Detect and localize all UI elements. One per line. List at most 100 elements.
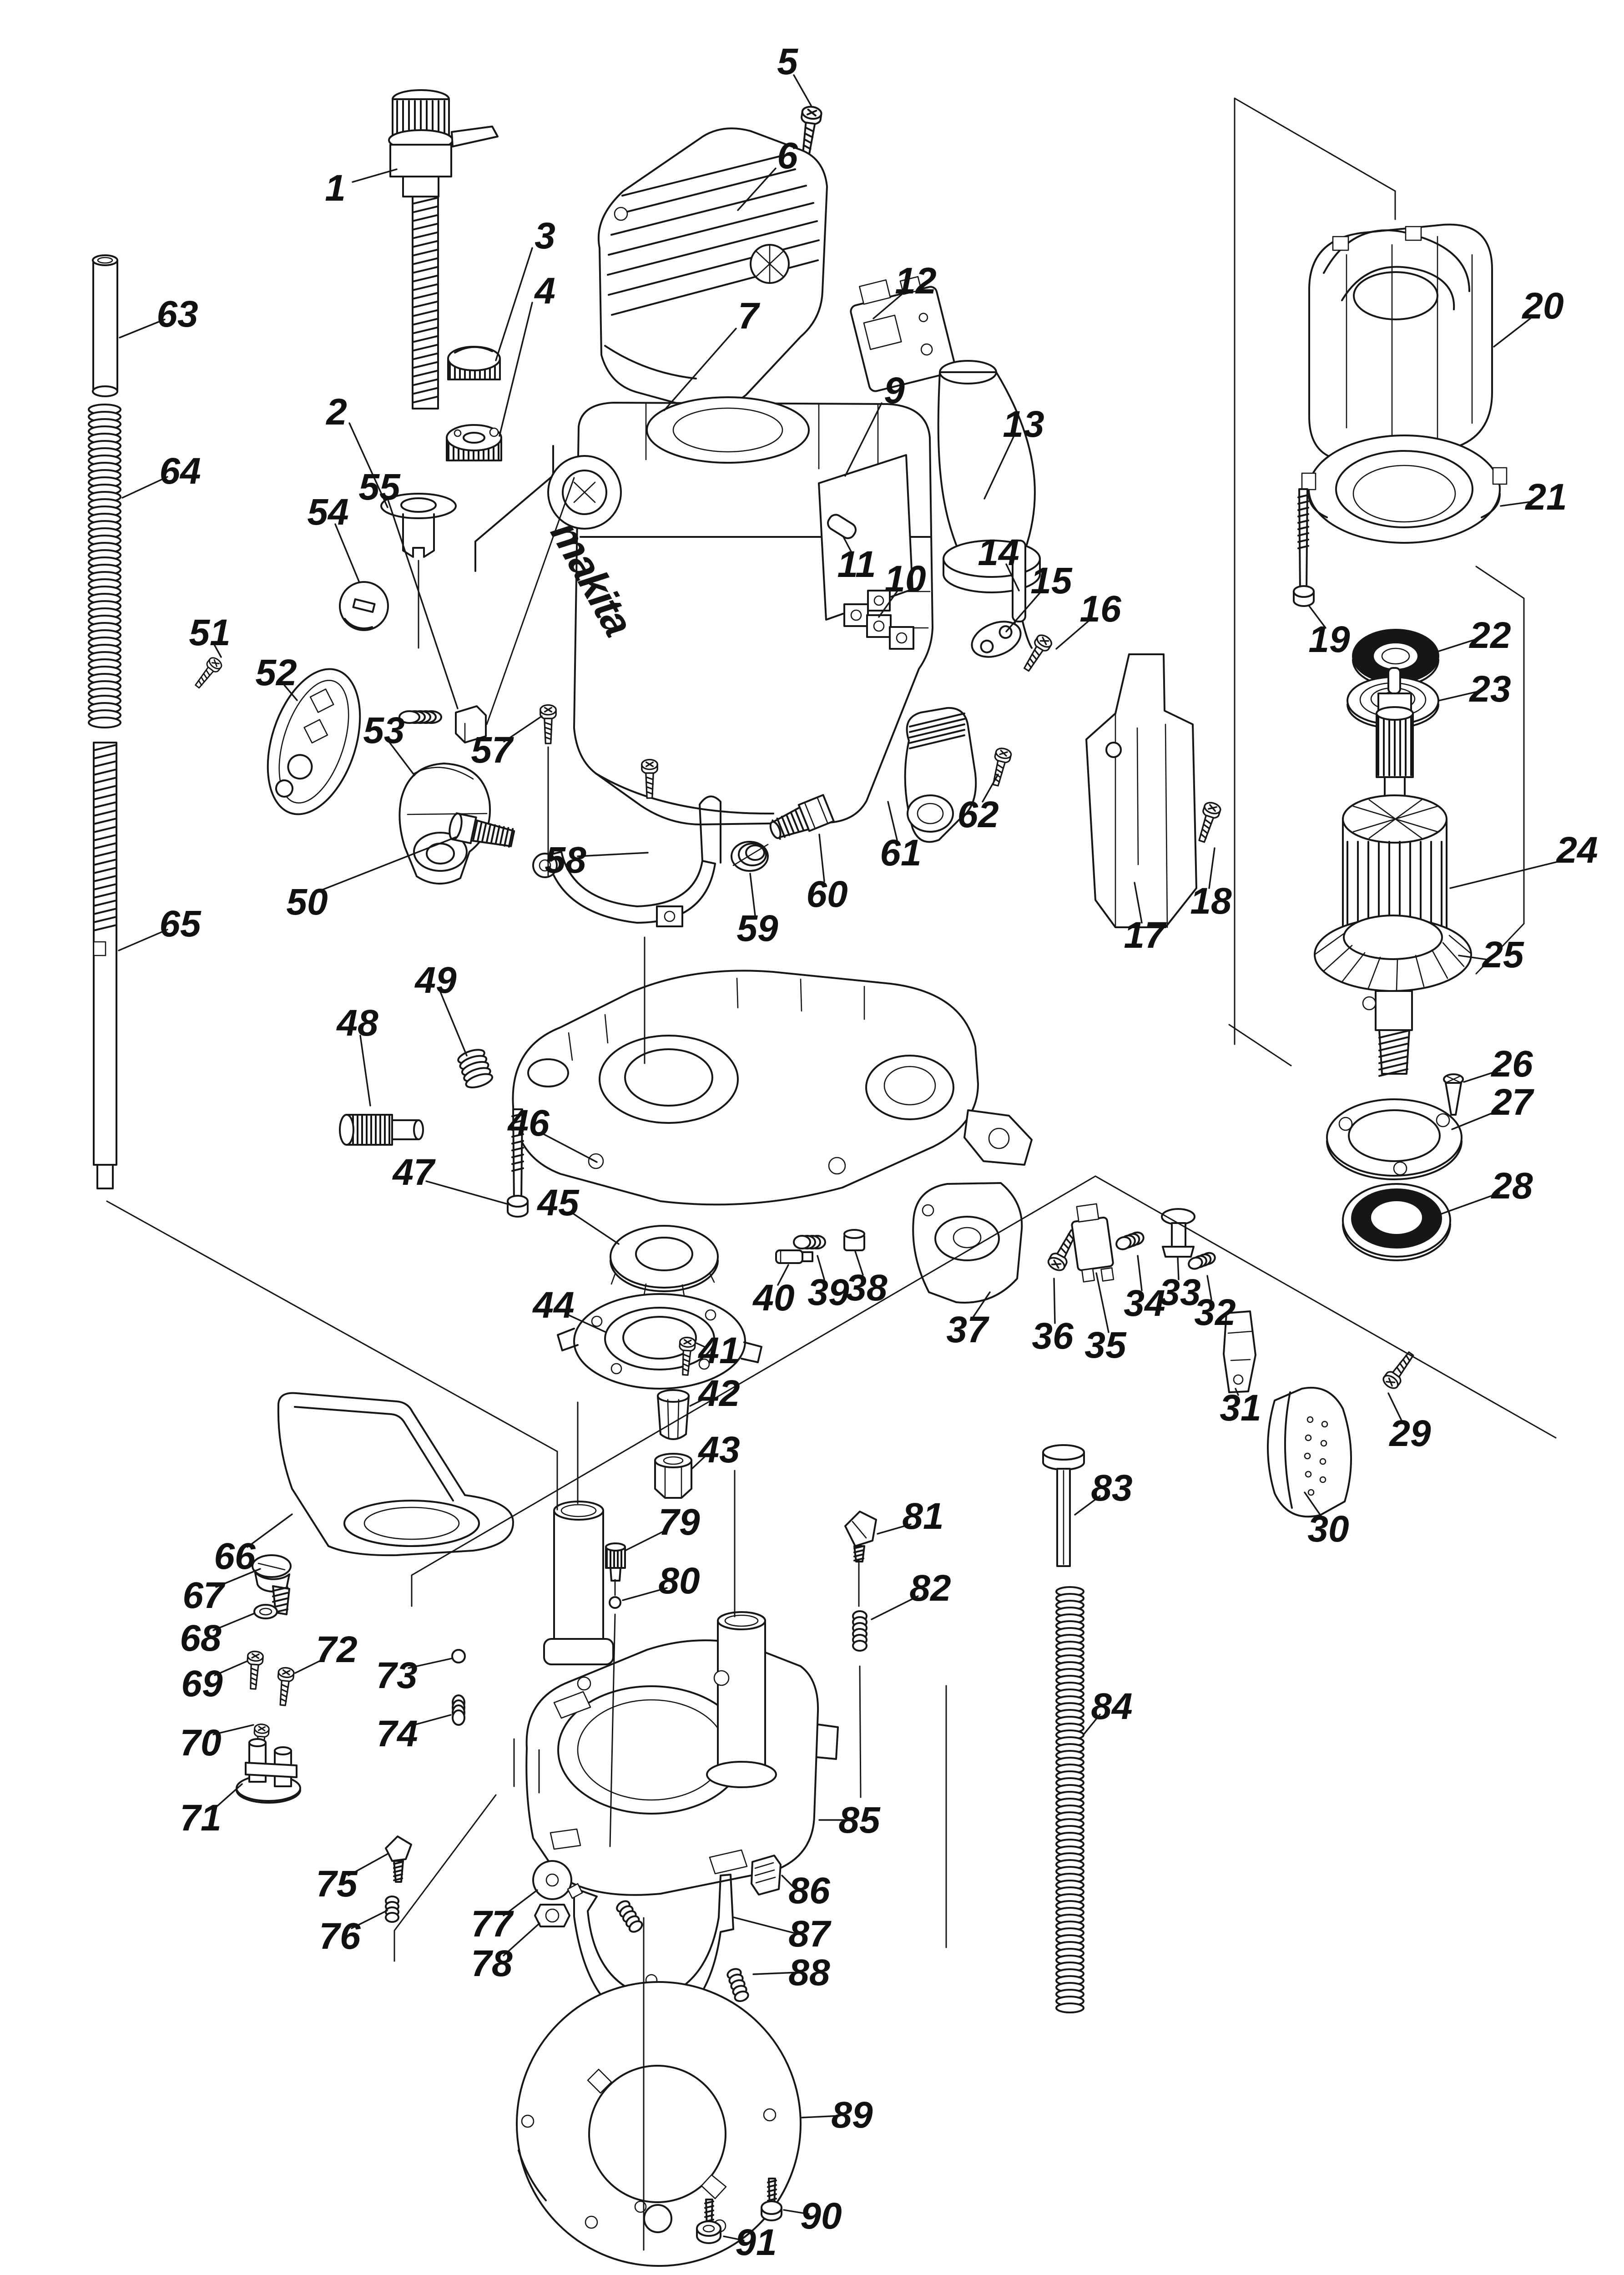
part-75-wing-bolt [385, 1835, 412, 1883]
part-40-pin [775, 1249, 813, 1264]
leader-75 [348, 1853, 389, 1876]
part-label-66: 66 [214, 1536, 256, 1577]
part-47-screw [507, 1108, 529, 1218]
part-11-pin [827, 514, 857, 539]
part-label-65: 65 [159, 903, 202, 945]
part-label-85: 85 [838, 1800, 881, 1841]
part-label-47: 47 [392, 1152, 436, 1193]
part-label-76: 76 [319, 1916, 361, 1957]
part-label-77: 77 [471, 1903, 514, 1945]
part-84-long-spring [1055, 1586, 1084, 2013]
leader-58 [577, 852, 649, 857]
leader-41 [696, 1342, 707, 1349]
part-label-23: 23 [1468, 668, 1511, 710]
leader-60 [818, 834, 825, 882]
leader-80 [622, 1587, 668, 1601]
part-25-fan [1314, 915, 1472, 1077]
part-label-45: 45 [536, 1182, 580, 1223]
part-label-87: 87 [788, 1913, 832, 1955]
leader-7 [663, 328, 737, 411]
part-28-ball-bearing [1342, 1183, 1451, 1261]
leader-44 [565, 1313, 607, 1333]
part-30-handle-grip [1267, 1386, 1352, 1518]
part-label-42: 42 [697, 1373, 740, 1414]
part-label-18: 18 [1190, 880, 1232, 922]
part-label-3: 3 [535, 215, 555, 257]
part-48-stopper-knob [339, 1114, 424, 1146]
leader-5 [793, 74, 812, 106]
part-53-wing-knob [398, 763, 491, 885]
leader-72 [294, 1658, 326, 1674]
zone-line-5 [106, 1200, 558, 1511]
part-29-screw [1380, 1348, 1419, 1392]
leader-23 [1437, 691, 1478, 702]
leader-51 [213, 643, 222, 658]
part-label-24: 24 [1555, 829, 1598, 871]
leader-50 [316, 836, 457, 893]
part-39-spring [793, 1235, 826, 1249]
part-label-48: 48 [336, 1002, 378, 1044]
zone-line-6 [393, 1794, 497, 1962]
part-1-adjust-rod [388, 89, 499, 410]
part-19-long-screw [1293, 488, 1315, 607]
part-label-35: 35 [1084, 1325, 1127, 1366]
leader-54 [334, 523, 360, 583]
part-6-motor-cover [597, 127, 828, 410]
part-88-spring [726, 1968, 749, 2002]
leader-66 [247, 1513, 293, 1548]
part-label-6: 6 [777, 135, 798, 177]
part-58-wire-guard [532, 795, 721, 927]
leader-49 [439, 991, 468, 1057]
part-label-84: 84 [1091, 1686, 1132, 1727]
part-16-screw [1019, 632, 1054, 675]
part-label-55: 55 [358, 466, 401, 508]
part-label-72: 72 [316, 1629, 357, 1670]
part-4-stopper-nut [446, 424, 502, 461]
part-91-screw [696, 2199, 721, 2244]
part-label-51: 51 [189, 612, 230, 653]
leader-14 [1005, 563, 1020, 592]
part-32-spring [1188, 1252, 1216, 1270]
leader-79 [625, 1529, 668, 1551]
part-label-74: 74 [376, 1713, 418, 1754]
part-label-50: 50 [286, 881, 328, 923]
part-21-baffle-ring [1301, 435, 1508, 544]
part-label-36: 36 [1032, 1315, 1074, 1357]
part-label-89: 89 [831, 2094, 873, 2136]
part-label-4: 4 [534, 270, 555, 312]
leader-47 [425, 1180, 511, 1206]
part-label-30: 30 [1307, 1508, 1349, 1550]
part-label-33: 33 [1159, 1272, 1200, 1313]
part-label-86: 86 [788, 1870, 831, 1911]
part-label-19: 19 [1308, 619, 1350, 660]
leader-15 [1005, 592, 1041, 632]
part-label-80: 80 [658, 1560, 700, 1602]
leader-52 [281, 682, 298, 701]
part-3-knurled-knob [447, 346, 501, 380]
part-55-carbon-brush [398, 705, 487, 743]
leader-35 [1095, 1272, 1110, 1333]
part-68-o-ring [253, 1604, 278, 1619]
bracket-mount-mark [474, 445, 554, 572]
leader-13 [983, 436, 1014, 500]
leader-81 [877, 1523, 912, 1535]
part-label-63: 63 [156, 293, 198, 335]
part-label-52: 52 [255, 652, 297, 693]
part-label-70: 70 [180, 1722, 221, 1764]
part-label-88: 88 [788, 1952, 830, 1993]
leader-3 [495, 247, 533, 361]
part-33-knob [1161, 1208, 1195, 1258]
leader-62 [982, 774, 999, 803]
part-67-thumb-screw [252, 1554, 292, 1615]
part-65-threaded-rod [93, 742, 117, 1189]
zone-line-3 [1475, 566, 1525, 975]
zone-line-4 [411, 1175, 1557, 1607]
leader-40 [777, 1264, 789, 1286]
part-label-1: 1 [325, 167, 346, 209]
leader-67 [215, 1568, 261, 1588]
part-label-15: 15 [1030, 560, 1073, 602]
part-label-10: 10 [884, 558, 926, 600]
part-18-screw [1193, 800, 1223, 845]
part-label-46: 46 [507, 1102, 550, 1144]
leader-89 [801, 2115, 841, 2118]
